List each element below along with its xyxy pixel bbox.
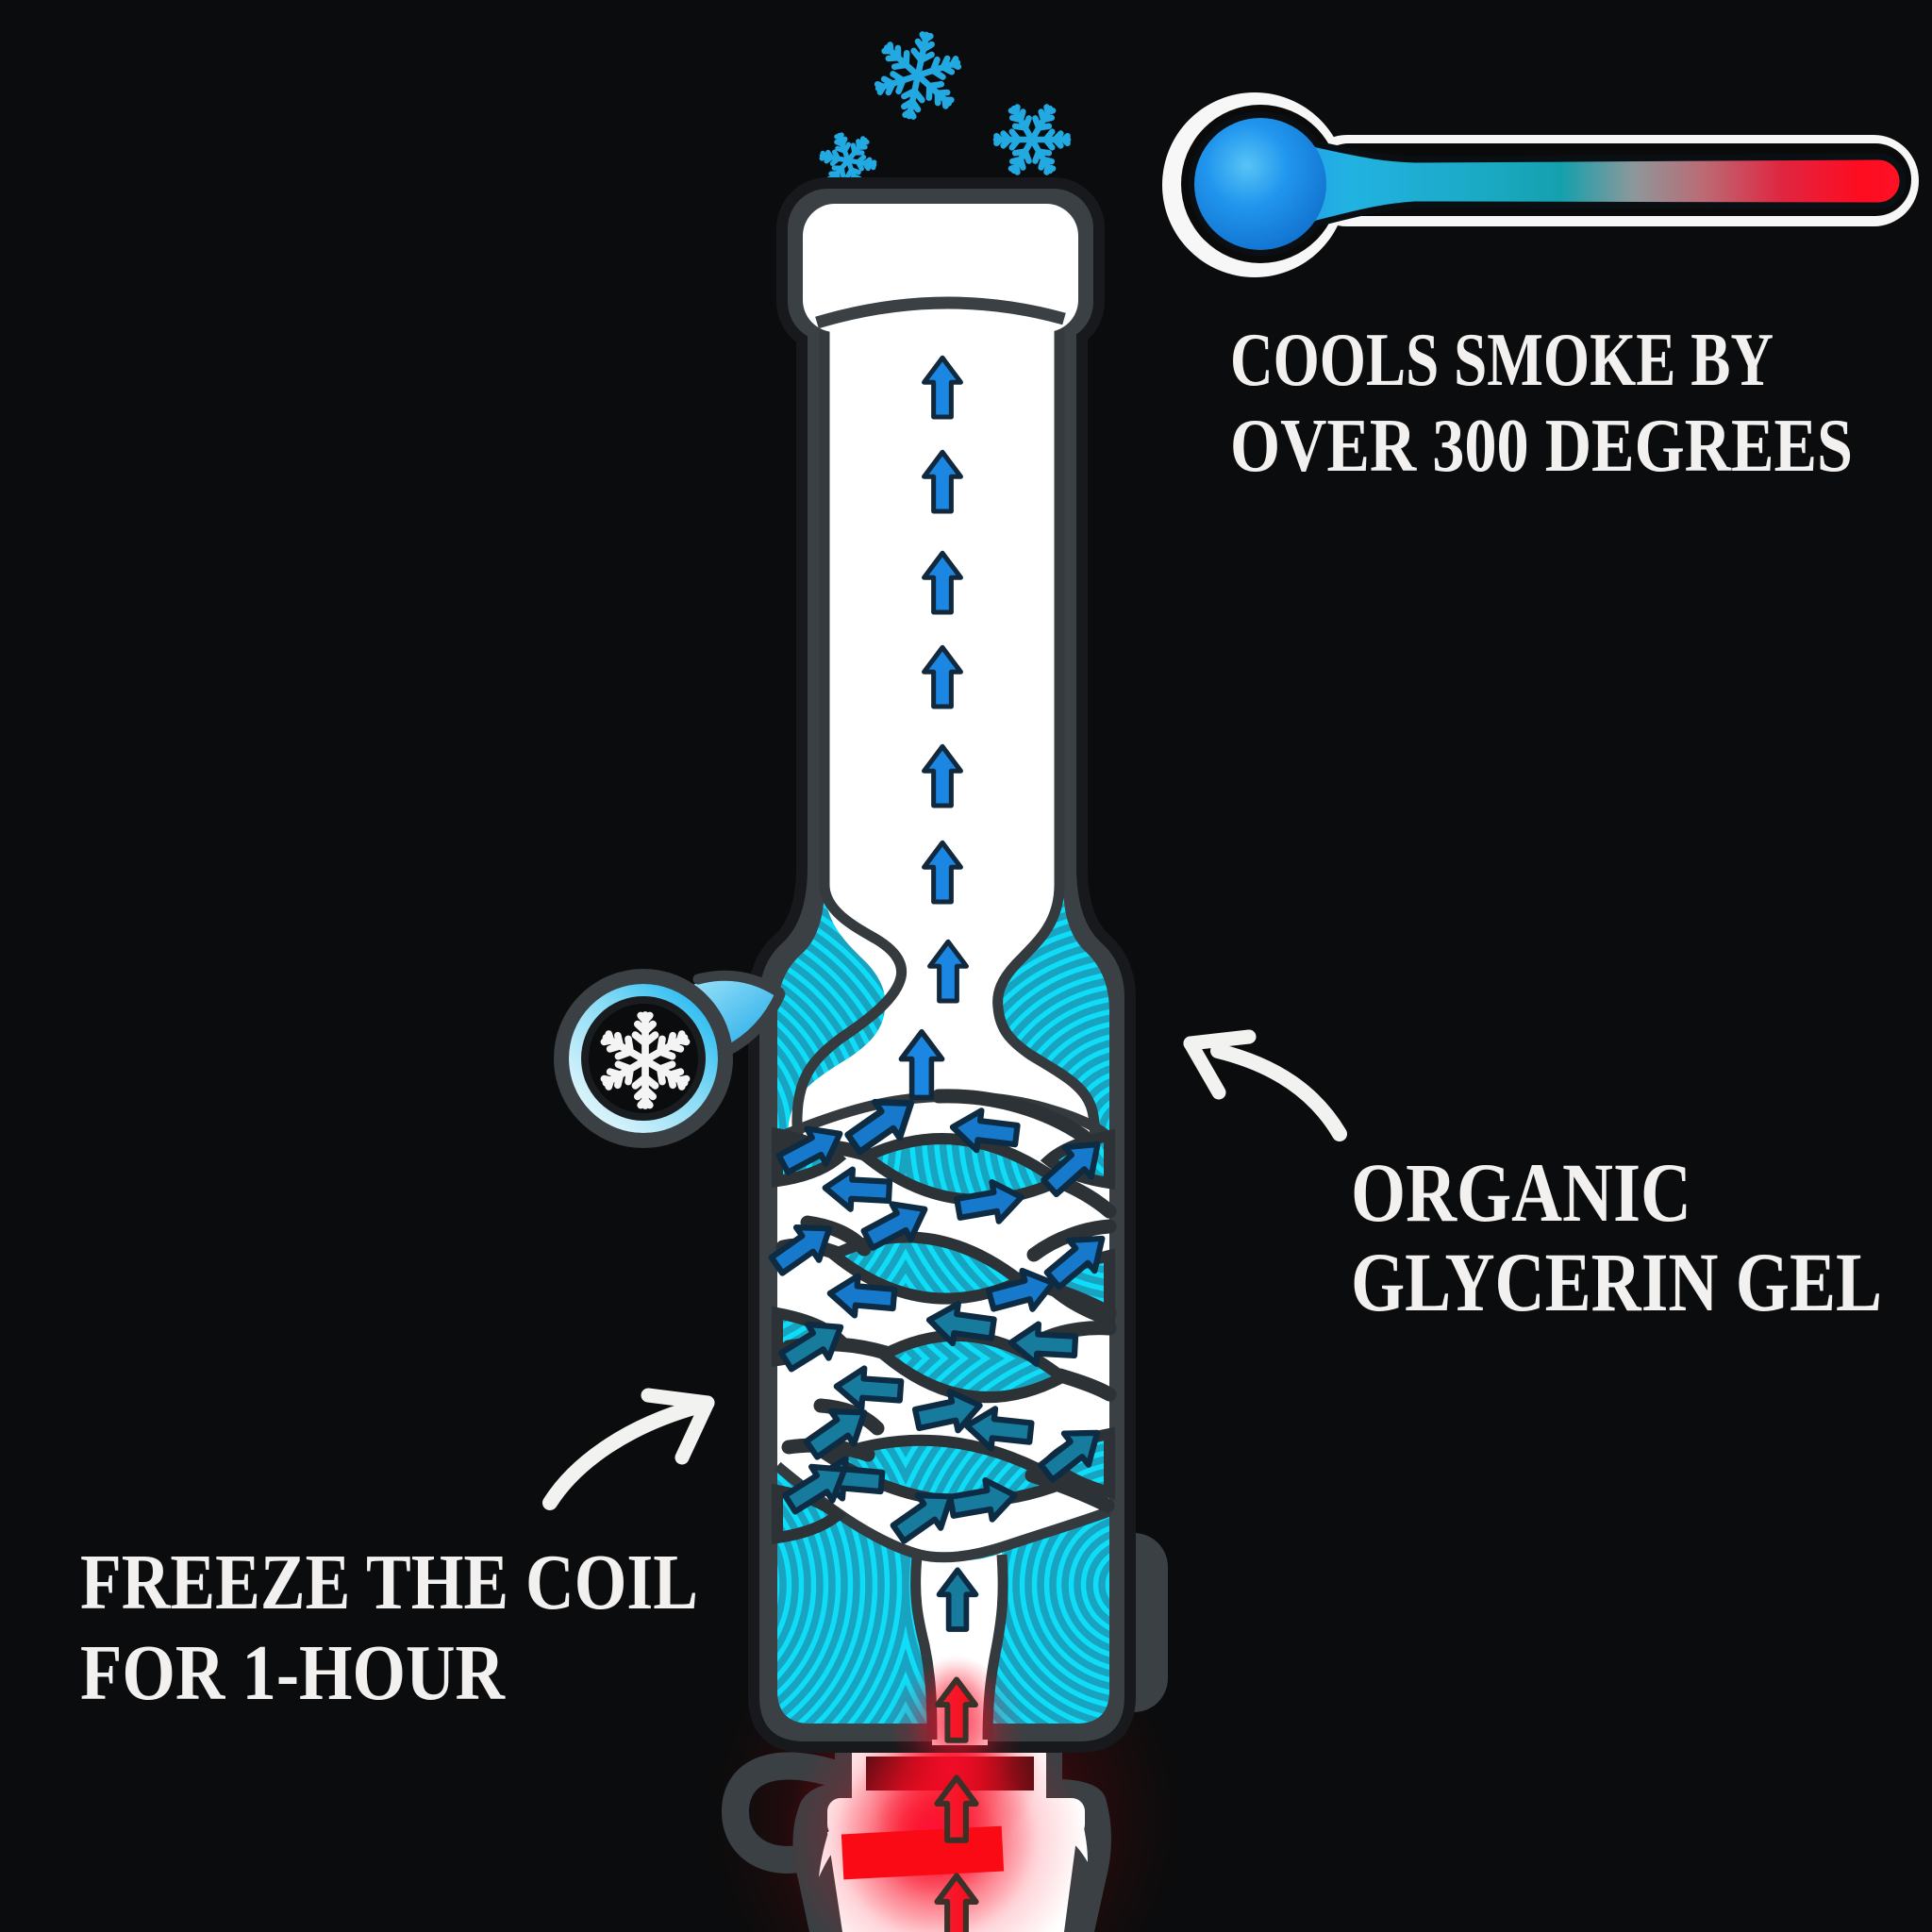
svg-text:COOLS SMOKE BY: COOLS SMOKE BY xyxy=(1230,319,1774,402)
svg-text:GLYCERIN GEL: GLYCERIN GEL xyxy=(1351,1237,1882,1329)
svg-text:ORGANIC: ORGANIC xyxy=(1351,1147,1691,1240)
svg-text:FREEZE THE COIL: FREEZE THE COIL xyxy=(80,1539,698,1626)
svg-text:OVER 300 DEGREES: OVER 300 DEGREES xyxy=(1230,405,1853,488)
svg-text:FOR 1-HOUR: FOR 1-HOUR xyxy=(80,1629,506,1717)
